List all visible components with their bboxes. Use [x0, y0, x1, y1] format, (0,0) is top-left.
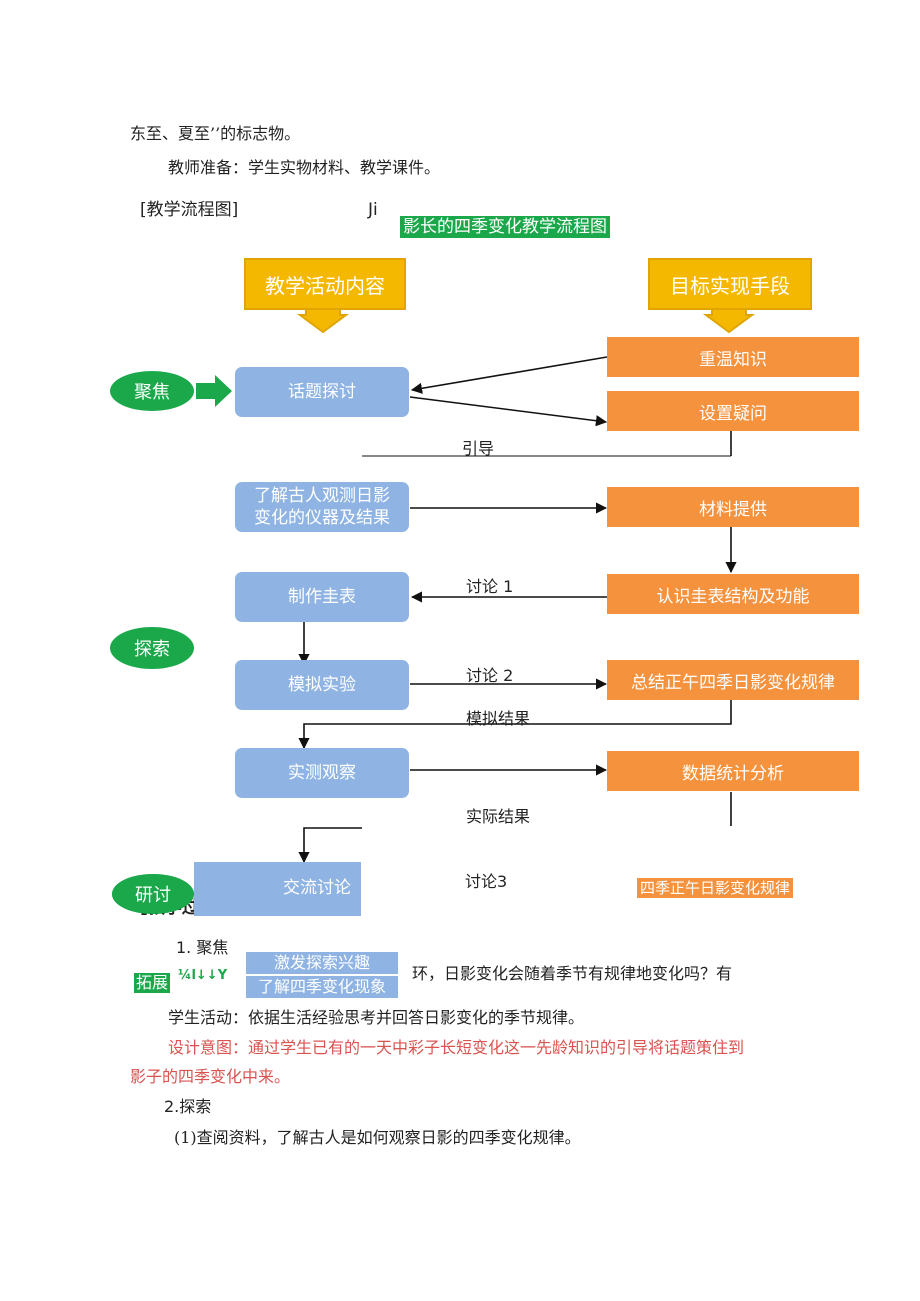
orange-data-analysis: 数据统计分析 — [607, 751, 859, 791]
label-discussion-2: 讨论 2 — [466, 666, 514, 685]
blue-ancient-line1: 了解古人观测日影 — [254, 486, 390, 506]
intro-line: 东至、夏至’’的标志物。 — [130, 124, 301, 143]
item-focus: 1. 聚焦 — [176, 938, 229, 957]
student-activity: 学生活动：依据生活经验思考并回答日影变化的季节规律。 — [168, 1008, 585, 1027]
label-discussion-1: 讨论 1 — [466, 577, 514, 596]
label-actual-result: 实际结果 — [466, 807, 531, 826]
ji-mark: Ji — [368, 200, 378, 220]
orange-gnomon-structure: 认识圭表结构及功能 — [607, 574, 859, 614]
orange-materials: 材料提供 — [607, 487, 859, 527]
blue-ancient: 了解古人观测日影 变化的仪器及结果 — [235, 482, 409, 532]
blue-topic: 话题探讨 — [235, 367, 409, 417]
stage-discuss-front: 研讨 — [112, 874, 194, 914]
label-guide: 引导 — [462, 439, 495, 458]
label-discussion-3: 讨论3 — [465, 872, 508, 891]
label-sim-result: 模拟结果 — [466, 709, 531, 728]
orange-review: 重温知识 — [607, 337, 859, 377]
design-intent-1: 设计意图：通过学生已有的一天中彩子长短变化这一先龄知识的引导将话题策住到 — [168, 1038, 745, 1057]
stage-explore: 探索 — [110, 627, 194, 669]
orange-question: 设置疑问 — [607, 391, 859, 431]
left-header: 教学活动内容 — [244, 258, 406, 310]
blue-observe: 实测观察 — [235, 748, 409, 798]
exchange-box-text: 交流讨论 — [283, 878, 351, 898]
garbled-text: ¼l↓↓Y — [178, 968, 228, 983]
flow-label: [教学流程图] — [140, 200, 239, 220]
box-interest: 激发探索兴趣 — [246, 952, 398, 974]
design-intent-2: 影子的四季变化中来。 — [130, 1067, 291, 1086]
expand-badge: 拓展 — [134, 973, 171, 993]
box-phenomenon: 了解四季变化现象 — [246, 976, 398, 998]
orange-seasonal-rule: 四季正午日影变化规律 — [637, 878, 794, 898]
exchange-box-overlay — [194, 862, 361, 916]
blue-simulation: 模拟实验 — [235, 660, 409, 710]
focus-arrow — [196, 375, 232, 407]
flow-title: 影长的四季变化教学流程图 — [400, 216, 610, 238]
left-header-arrow — [296, 307, 350, 334]
item-explore: 2.探索 — [164, 1097, 212, 1116]
right-header: 目标实现手段 — [648, 258, 812, 310]
item-explore-1: (1)查阅资料，了解古人是如何观察日影的四季变化规律。 — [174, 1128, 581, 1147]
question-text: 环，日影变化会随着季节有规律地变化吗？有 — [412, 964, 733, 983]
blue-make-gnomon: 制作圭表 — [235, 572, 409, 622]
teacher-prep: 教师准备：学生实物材料、教学课件。 — [168, 158, 441, 177]
right-header-arrow — [702, 307, 756, 334]
blue-ancient-line2: 变化的仪器及结果 — [254, 508, 390, 528]
orange-summary: 总结正午四季日影变化规律 — [607, 660, 859, 700]
stage-focus: 聚焦 — [110, 371, 194, 411]
